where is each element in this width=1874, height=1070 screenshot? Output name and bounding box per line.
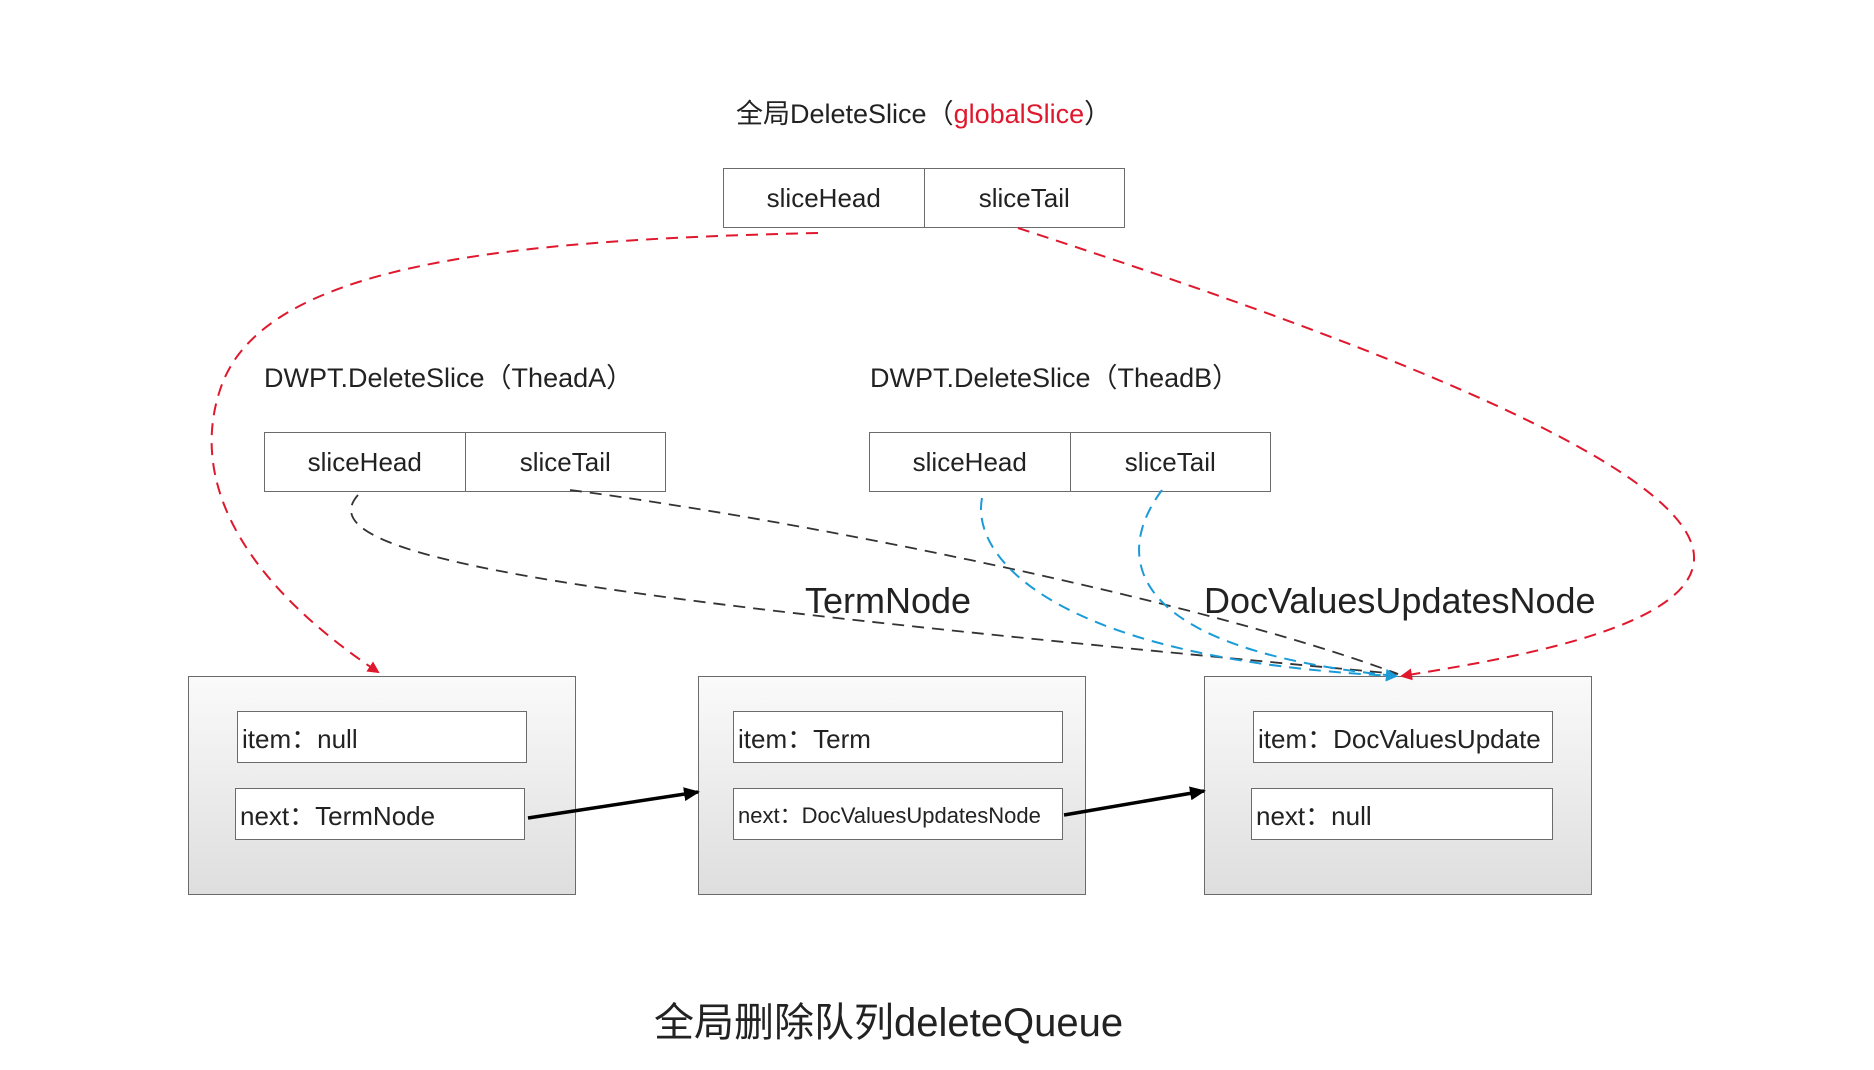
doc-values-next-field: next：null (1251, 788, 1553, 840)
thread-b-tail-pointer (1138, 489, 1398, 681)
queue-caption: 全局删除队列deleteQueue (654, 1001, 1124, 1045)
queue-node-sentinel: item：null next：TermNode (188, 676, 576, 895)
slice-a-box: sliceHead sliceTail (264, 432, 666, 492)
slice-b-title: DWPT.DeleteSlice（TheadB） (870, 363, 1240, 393)
slice-a-tail: sliceTail (464, 433, 666, 491)
global-slice-name: globalSlice (953, 99, 1085, 129)
slice-b-head: sliceHead (912, 446, 1027, 477)
global-tail-pointer (1017, 227, 1696, 681)
queue-node-doc-values: item：DocValuesUpdate next：null (1204, 676, 1592, 895)
thread-a-tail-pointer (569, 489, 1399, 675)
term-node-label: TermNode (805, 580, 972, 621)
global-slice-title-suffix: ） (1084, 99, 1112, 129)
global-slice-head: sliceHead (766, 182, 881, 213)
sentinel-item-field: item：null (237, 711, 527, 763)
thread-a-head-pointer (350, 494, 1399, 675)
global-head-pointer (210, 232, 819, 674)
global-slice-tail: sliceTail (923, 169, 1125, 227)
sentinel-next-field: next：TermNode (235, 788, 525, 840)
doc-values-updates-node-label: DocValuesUpdatesNode (1204, 580, 1596, 621)
slice-a-title: DWPT.DeleteSlice（TheadA） (264, 363, 634, 393)
term-item-field: item：Term (733, 711, 1063, 763)
slice-b-tail: sliceTail (1069, 433, 1271, 491)
global-slice-title: 全局DeleteSlice（globalSlice） (736, 92, 1111, 131)
thread-b-head-pointer (980, 497, 1398, 682)
slice-b-box: sliceHead sliceTail (869, 432, 1271, 492)
next-pointer-1 (527, 787, 700, 820)
global-slice-title-prefix: 全局DeleteSlice（ (736, 99, 954, 129)
next-pointer-2 (1063, 786, 1206, 817)
term-next-field: next：DocValuesUpdatesNode (733, 788, 1063, 840)
global-slice-box: sliceHead sliceTail (723, 168, 1125, 228)
slice-a-head: sliceHead (307, 446, 422, 477)
doc-values-item-field: item：DocValuesUpdate (1253, 711, 1553, 763)
queue-node-term: item：Term next：DocValuesUpdatesNode (698, 676, 1086, 895)
